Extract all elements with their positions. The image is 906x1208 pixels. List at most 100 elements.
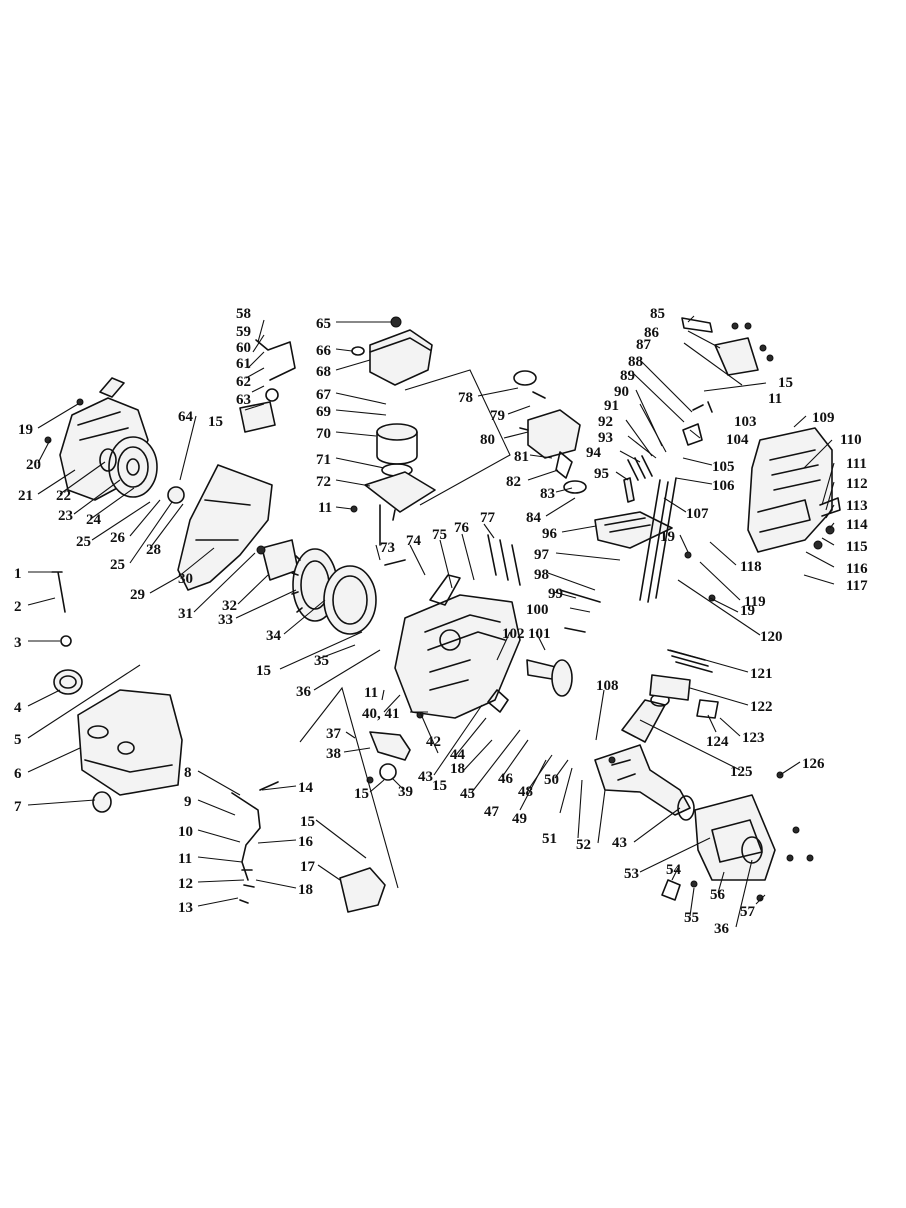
callout-118: 118	[740, 559, 762, 575]
callout-92: 92	[598, 414, 613, 430]
callout-115: 115	[846, 539, 868, 555]
callout-8: 8	[184, 765, 192, 781]
callout-43: 43	[612, 835, 627, 851]
callout-15: 15	[778, 375, 793, 391]
crankcase-cover	[694, 794, 776, 881]
callout-28: 28	[146, 542, 161, 558]
callout-12: 12	[178, 876, 193, 892]
callout-119: 119	[744, 594, 766, 610]
callout-100: 100	[526, 602, 549, 618]
callout-25: 25	[110, 557, 125, 573]
cam-gear	[551, 659, 573, 697]
callout-91: 91	[604, 398, 619, 414]
callout-2: 2	[14, 599, 22, 615]
callout-15: 15	[256, 663, 271, 679]
control-base	[339, 867, 386, 913]
piston	[649, 674, 691, 701]
callout-49: 49	[512, 811, 527, 827]
callout-7: 7	[14, 799, 22, 815]
callout-99: 99	[548, 586, 563, 602]
ignition-switch	[239, 401, 276, 433]
air-filter-base	[364, 471, 436, 513]
callout-26: 26	[110, 530, 126, 546]
callout-15: 15	[432, 778, 447, 794]
callout-114: 114	[846, 517, 868, 533]
callout-46: 46	[498, 771, 514, 787]
callout-32: 32	[222, 598, 237, 614]
throttle-linkage	[231, 792, 261, 881]
callout-45: 45	[460, 786, 475, 802]
callout-6: 6	[14, 766, 22, 782]
callout-57: 57	[740, 904, 756, 920]
callout-68: 68	[316, 364, 331, 380]
callout-1: 1	[14, 566, 22, 582]
starter-cup	[167, 486, 185, 504]
callout-31: 31	[178, 606, 193, 622]
callout-95: 95	[594, 466, 609, 482]
callout-18: 18	[298, 882, 313, 898]
callout-65: 65	[316, 316, 331, 332]
callout-60: 60	[236, 340, 251, 356]
callout-19: 19	[660, 529, 675, 545]
callout-3: 3	[14, 635, 22, 651]
callout-62: 62	[236, 374, 251, 390]
callout-43: 43	[418, 769, 433, 785]
callout-33: 33	[218, 612, 233, 628]
callout-20: 20	[26, 457, 41, 473]
callout-120: 120	[760, 629, 783, 645]
parts-drawing	[44, 316, 841, 913]
callout-107: 107	[686, 506, 709, 522]
callout-104: 104	[726, 432, 749, 448]
callout-72: 72	[316, 474, 331, 490]
callout-34: 34	[266, 628, 282, 644]
callout-110: 110	[840, 432, 862, 448]
fan-cover	[323, 565, 377, 635]
callout-83: 83	[540, 486, 555, 502]
callout-38: 38	[326, 746, 341, 762]
air-filter-element	[376, 423, 418, 441]
callout-74: 74	[406, 533, 422, 549]
callout-19: 19	[18, 422, 33, 438]
callout-16: 16	[298, 834, 314, 850]
callout-54: 54	[666, 862, 682, 878]
callout-15: 15	[208, 414, 223, 430]
callout-35: 35	[314, 653, 329, 669]
callout-11: 11	[768, 391, 782, 407]
callout-69: 69	[316, 404, 331, 420]
callout-52: 52	[576, 837, 591, 853]
callout-93: 93	[598, 430, 613, 446]
callout-78: 78	[458, 390, 473, 406]
callout-51: 51	[542, 831, 557, 847]
callout-79: 79	[490, 408, 505, 424]
callout-124: 124	[706, 734, 729, 750]
callout-109: 109	[812, 410, 835, 426]
callout-77: 77	[480, 510, 496, 526]
fuel-cap	[53, 669, 83, 695]
callout-17: 17	[300, 859, 316, 875]
callout-40-41: 40, 41	[362, 706, 400, 722]
callout-22: 22	[56, 488, 71, 504]
callout-11: 11	[318, 500, 332, 516]
callout-21: 21	[18, 488, 33, 504]
callout-25: 25	[76, 534, 91, 550]
callout-58: 58	[236, 306, 251, 322]
callout-76: 76	[454, 520, 470, 536]
callout-64: 64	[178, 409, 194, 425]
callout-48: 48	[518, 784, 533, 800]
callout-55: 55	[684, 910, 699, 926]
fuel-filter	[92, 791, 112, 813]
callout-87: 87	[636, 337, 652, 353]
callout-4: 4	[14, 700, 22, 716]
valve-cover	[714, 337, 759, 376]
callout-61: 61	[236, 356, 251, 372]
callout-85: 85	[650, 306, 665, 322]
muffler	[747, 427, 833, 553]
callout-125: 125	[730, 764, 753, 780]
callout-18: 18	[450, 761, 465, 777]
callout-14: 14	[298, 780, 314, 796]
callout-116: 116	[846, 561, 868, 577]
callout-10: 10	[178, 824, 193, 840]
callout-29: 29	[130, 587, 145, 603]
callout-108: 108	[596, 678, 619, 694]
